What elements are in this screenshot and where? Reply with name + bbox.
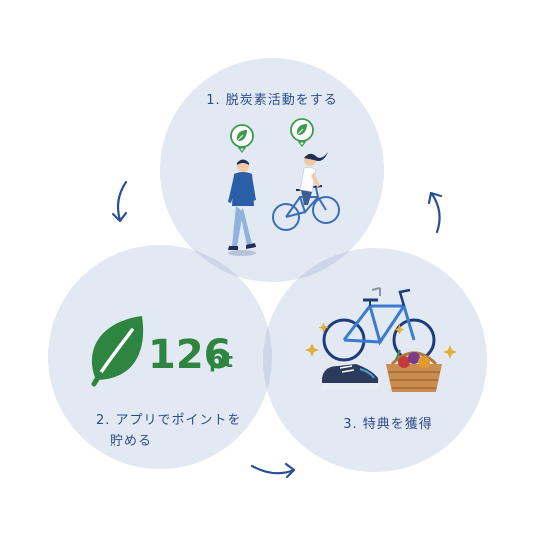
points-value: 126 [148, 332, 232, 378]
circle-step-3 [263, 248, 487, 472]
step-3-label: 3. 特典を獲得 [343, 416, 433, 432]
leaf-badge-icon [290, 118, 314, 147]
walking-person-illustration [228, 159, 256, 256]
circle-step-1 [160, 58, 384, 282]
cycle-arrow-icon [250, 462, 296, 479]
circle-step-2 [48, 245, 272, 469]
leaf-badge-icon [230, 124, 254, 153]
sparkle-icon [305, 322, 457, 359]
cyclist-illustration [272, 152, 340, 231]
points-unit: pt [209, 348, 233, 372]
step-2-label-line2: 貯める [110, 434, 152, 449]
sneaker-illustration [322, 364, 378, 389]
step-1-label: 1. 脱炭素活動をする [206, 93, 338, 108]
step-2-label-line1: 2. アプリでポイントを [96, 413, 242, 428]
basket-illustration [386, 349, 442, 392]
cycle-arrow-icon [427, 191, 443, 234]
rewards-illustration [305, 287, 457, 392]
leaf-icon [91, 316, 144, 387]
cycle-arrow-icon [111, 180, 128, 223]
